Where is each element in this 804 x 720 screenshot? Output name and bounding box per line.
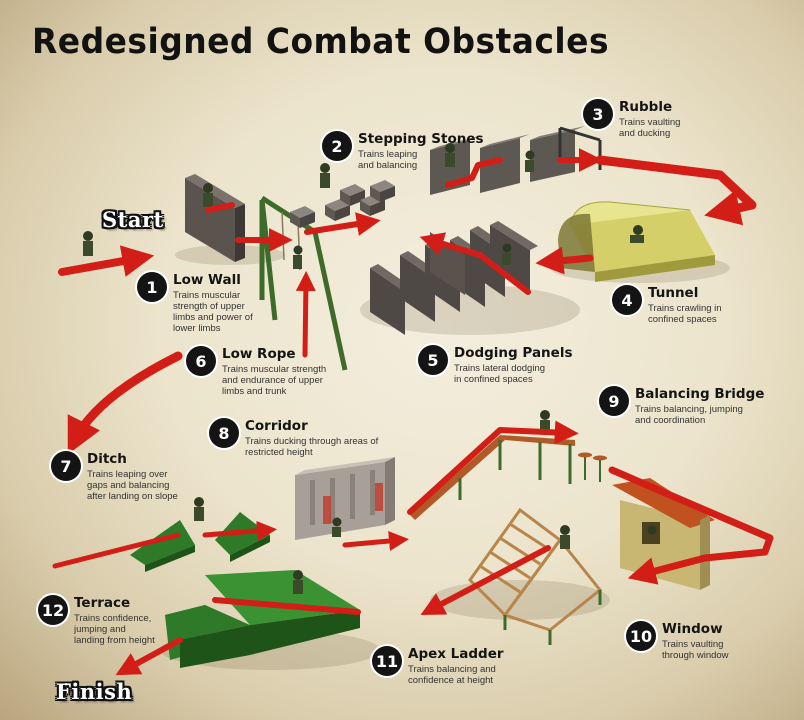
obstacle-name: Corridor xyxy=(245,418,308,434)
obstacle-name: Window xyxy=(662,621,723,637)
obstacle-name: Tunnel xyxy=(648,285,699,301)
tunnel-obstacle xyxy=(558,201,715,282)
obstacle-description: Trains leaping over gaps and balancing a… xyxy=(87,469,178,502)
obstacle-description: Trains vaulting through window xyxy=(662,639,729,661)
obstacle-description: Trains balancing and confidence at heigh… xyxy=(408,664,496,686)
obstacle-description: Trains muscular strength and endurance o… xyxy=(222,364,327,397)
obstacle-description: Trains ducking through areas of restrict… xyxy=(245,436,379,458)
number-badge: 10 xyxy=(626,621,656,651)
stepping-stones-obstacle xyxy=(290,163,395,228)
obstacle-description: Trains confidence, jumping and landing f… xyxy=(74,613,155,646)
low-wall-obstacle xyxy=(185,174,245,262)
apex-ladder-obstacle xyxy=(468,507,603,645)
obstacle-name: Stepping Stones xyxy=(358,131,484,147)
obstacle-name: Ditch xyxy=(87,451,127,467)
number-badge: 6 xyxy=(186,346,216,376)
number-badge: 2 xyxy=(322,131,352,161)
balancing-bridge-obstacle xyxy=(410,410,607,520)
obstacle-description: Trains leaping and balancing xyxy=(358,149,418,171)
page-title: Redesigned Combat Obstacles xyxy=(32,22,610,62)
obstacle-name: Terrace xyxy=(74,595,131,611)
start-label: Start xyxy=(102,207,164,232)
number-badge: 7 xyxy=(51,451,81,481)
obstacle-name: Low Rope xyxy=(222,346,296,362)
obstacle-description: Trains balancing, jumping and coordinati… xyxy=(635,404,743,426)
corridor-obstacle xyxy=(295,457,395,540)
obstacle-name: Apex Ladder xyxy=(408,646,504,662)
number-badge: 9 xyxy=(599,386,629,416)
ditch-obstacle xyxy=(130,497,270,572)
finish-label: Finish xyxy=(56,679,133,704)
route-arrows xyxy=(52,148,774,676)
rope-soldier xyxy=(293,245,303,269)
obstacle-description: Trains vaulting and ducking xyxy=(619,117,681,139)
number-badge: 8 xyxy=(209,418,239,448)
number-badge: 12 xyxy=(38,595,68,625)
start-soldier xyxy=(83,231,93,256)
obstacle-description: Trains crawling in confined spaces xyxy=(648,303,722,325)
obstacle-name: Balancing Bridge xyxy=(635,386,765,402)
obstacle-name: Dodging Panels xyxy=(454,345,573,361)
low-rope-frame xyxy=(259,195,348,371)
number-badge: 4 xyxy=(612,285,642,315)
number-badge: 1 xyxy=(137,272,167,302)
obstacle-description: Trains muscular strength of upper limbs … xyxy=(173,290,253,334)
number-badge: 11 xyxy=(372,646,402,676)
obstacle-description: Trains lateral dodging in confined space… xyxy=(454,363,546,385)
terrace-obstacle xyxy=(165,570,360,668)
number-badge: 5 xyxy=(418,345,448,375)
obstacle-name: Rubble xyxy=(619,99,673,115)
obstacle-name: Low Wall xyxy=(173,272,241,288)
number-badge: 3 xyxy=(583,99,613,129)
